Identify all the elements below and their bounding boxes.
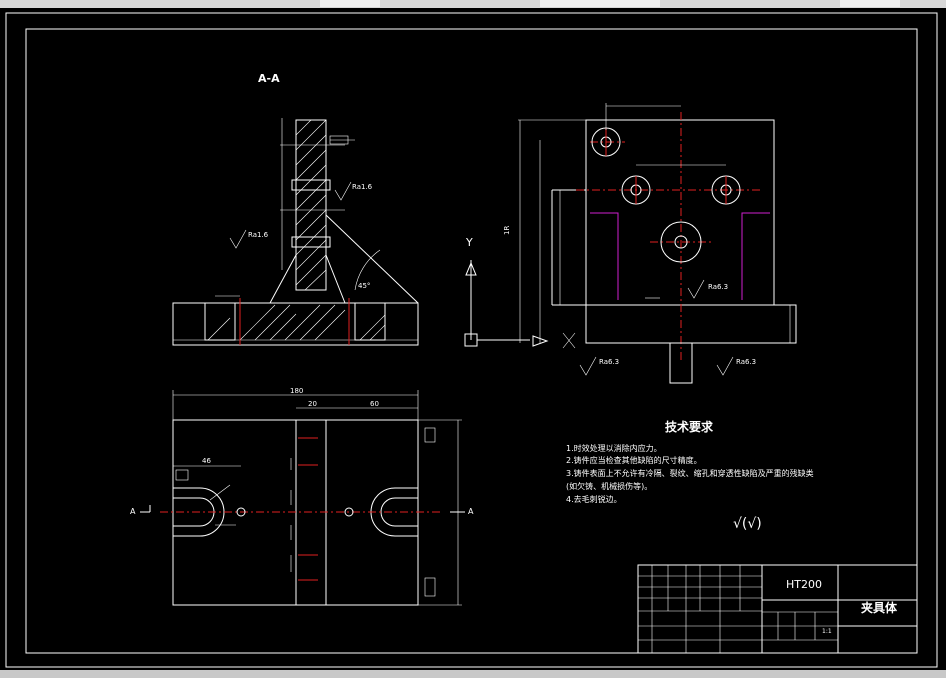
roughness-symbol: √(√) <box>733 516 762 532</box>
roughness-label: Ra6.3 <box>708 283 728 291</box>
tech-title: 技术要求 <box>665 419 714 434</box>
material-label: HT200 <box>786 578 822 591</box>
toolbar-tab[interactable] <box>540 0 660 7</box>
side-view: 1R Ra6.3 Ra6.3 Ra6.3 Y <box>464 103 797 384</box>
roughness-label: Ra1.6 <box>248 231 269 239</box>
scale-label: 1:1 <box>822 628 832 635</box>
title-block: HT200 夹具体 1:1 <box>637 564 918 654</box>
tech-item: (如欠铸、机械损伤等)。 <box>566 481 652 491</box>
part-name: 夹具体 <box>861 600 898 615</box>
outer-frame <box>5 12 938 668</box>
cut-label-left: A <box>130 507 136 516</box>
tech-item: 1.时效处理以消除内应力。 <box>566 443 662 453</box>
tech-requirements: 技术要求 1.时效处理以消除内应力。 2.铸件应当检查其他缺陷的尺寸精度。 3.… <box>566 419 814 532</box>
roughness-label: Ra6.3 <box>599 358 619 366</box>
roughness-label: Ra6.3 <box>736 358 756 366</box>
roughness-label: Ra1.6 <box>352 183 373 191</box>
angle-label: 45° <box>358 282 370 290</box>
top-view: 180 20 60 46 A A <box>130 387 474 606</box>
axis-y-label: Y <box>465 236 473 249</box>
inner-frame <box>25 28 918 654</box>
toolbar-strip <box>0 0 946 8</box>
dim-a: 20 <box>308 400 317 408</box>
toolbar-tab[interactable] <box>840 0 900 7</box>
tech-item: 4.去毛刺锐边。 <box>566 494 622 504</box>
cut-label-right: A <box>468 507 474 516</box>
dim-height: 1R <box>503 226 511 235</box>
section-title: A-A <box>258 72 280 85</box>
dim-b: 60 <box>370 400 379 408</box>
status-strip <box>0 670 946 678</box>
dim-total: 180 <box>290 387 303 395</box>
tech-item: 2.铸件应当检查其他缺陷的尺寸精度。 <box>566 455 702 465</box>
dim-c: 46 <box>202 457 211 465</box>
section-view-a-a: A-A <box>172 72 419 346</box>
tech-item: 3.铸件表面上不允许有冷隔、裂纹、缩孔和穿透性缺陷及严重的残缺类 <box>566 468 814 478</box>
toolbar-tab[interactable] <box>320 0 380 7</box>
